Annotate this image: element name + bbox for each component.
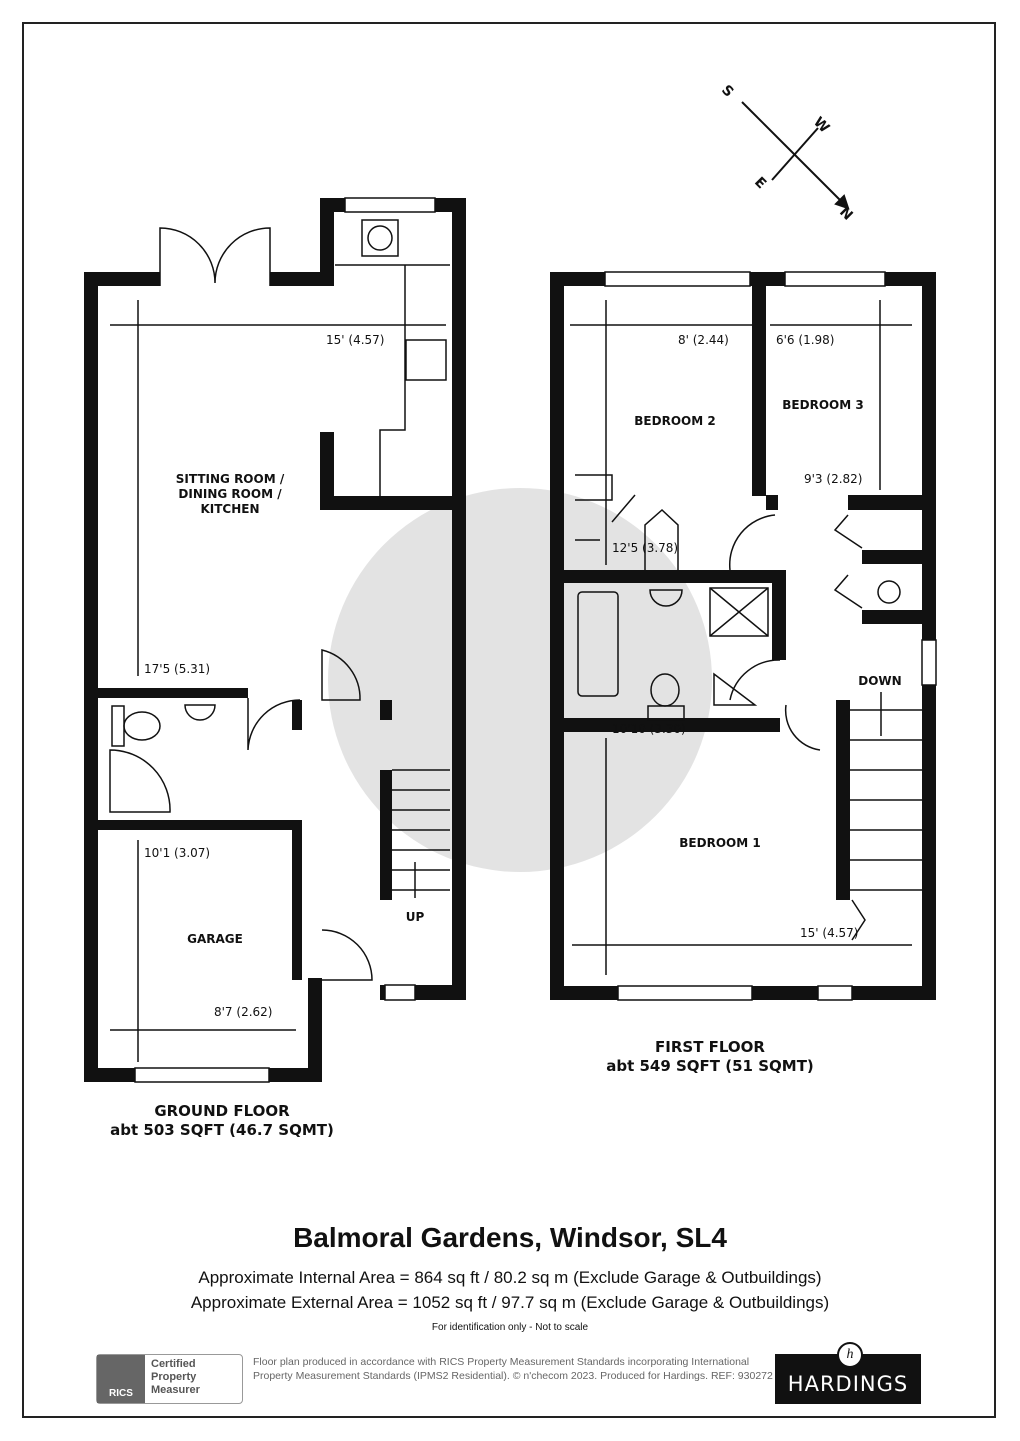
room-label-bedroom-2: BEDROOM 2 bbox=[634, 414, 716, 428]
footer-text: Floor plan produced in accordance with R… bbox=[253, 1356, 773, 1382]
property-title: Balmoral Gardens, Windsor, SL4 bbox=[293, 1222, 727, 1253]
hardings-logo: h HARDINGS bbox=[775, 1342, 921, 1404]
stairs-up-label: UP bbox=[405, 910, 425, 924]
hardings-name: HARDINGS bbox=[787, 1372, 909, 1396]
hardings-initial: h bbox=[837, 1342, 863, 1368]
ground-floor-fixtures bbox=[109, 197, 450, 1083]
room-label-bedroom-1: BEDROOM 1 bbox=[679, 836, 761, 850]
compass-e: E bbox=[751, 174, 769, 192]
internal-area: Approximate Internal Area = 864 sq ft / … bbox=[198, 1268, 822, 1287]
first-floor-fixtures bbox=[570, 271, 937, 1001]
dim-bed1-length: 10'10 (3.30) bbox=[612, 722, 686, 736]
dim-garage-width: 8'7 (2.62) bbox=[214, 1005, 273, 1019]
dim-living-width: 15' (4.57) bbox=[326, 333, 385, 347]
rics-badge: RICS Certified Property Measurer bbox=[96, 1354, 243, 1404]
room-label-bedroom-3: BEDROOM 3 bbox=[782, 398, 864, 412]
compass-s: S bbox=[718, 82, 736, 100]
compass bbox=[741, 101, 850, 210]
rics-logo: RICS bbox=[97, 1355, 145, 1403]
watermark-logo bbox=[328, 488, 712, 872]
dim-bed3-width: 6'6 (1.98) bbox=[776, 333, 835, 347]
dim-bed1-width: 15' (4.57) bbox=[800, 926, 859, 940]
room-label-living: SITTING ROOM / DINING ROOM / KITCHEN bbox=[175, 472, 285, 516]
dim-bed2-length: 12'5 (3.78) bbox=[612, 541, 679, 555]
scale-note: For identification only - Not to scale bbox=[431, 1322, 589, 1333]
dim-garage-length: 10'1 (3.07) bbox=[144, 846, 211, 860]
compass-n: N bbox=[836, 204, 856, 224]
stairs-down-label: DOWN bbox=[858, 674, 902, 688]
rics-text: Certified Property Measurer bbox=[151, 1358, 200, 1396]
room-label-garage: GARAGE bbox=[187, 932, 243, 946]
external-area: Approximate External Area = 1052 sq ft /… bbox=[190, 1293, 830, 1312]
dim-bed2-width: 8' (2.44) bbox=[678, 333, 729, 347]
page-frame bbox=[22, 22, 996, 1418]
dim-bed3-length: 9'3 (2.82) bbox=[804, 472, 863, 486]
dim-living-length: 17'5 (5.31) bbox=[144, 662, 211, 676]
